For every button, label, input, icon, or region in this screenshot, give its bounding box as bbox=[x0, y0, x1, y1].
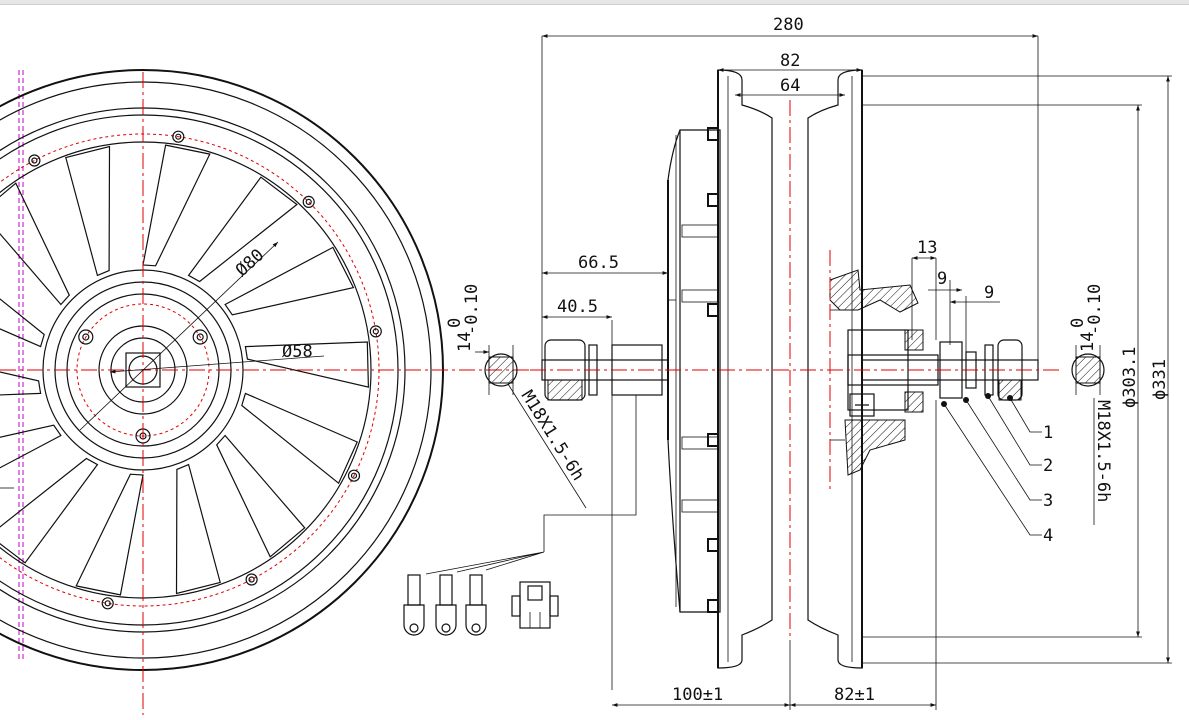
dim-40-5-label: 40.5 bbox=[557, 297, 598, 317]
callout-leader-1 bbox=[1009, 397, 1042, 433]
axle-section-hatch-right bbox=[1075, 356, 1101, 384]
spoke bbox=[75, 473, 144, 596]
axle-left-nut-hatch bbox=[547, 379, 583, 401]
flange-bolt bbox=[707, 303, 719, 317]
callout-label-3: 3 bbox=[1043, 491, 1053, 511]
plus-box bbox=[849, 393, 875, 417]
hub-bolts bbox=[78, 329, 208, 444]
spoke bbox=[187, 176, 298, 283]
thread-label-right: M18X1.5-6h bbox=[1093, 400, 1113, 502]
spoke-strip-4 bbox=[681, 499, 719, 513]
spoke bbox=[65, 145, 111, 277]
hub-cover-bottom bbox=[844, 419, 906, 476]
spoke bbox=[0, 298, 45, 348]
thread-leader-left bbox=[507, 383, 587, 509]
dim-9b-label: 9 bbox=[984, 283, 994, 303]
ring-terminal-3 bbox=[465, 574, 487, 636]
front-view: Ø80 Ø58 bbox=[0, 69, 530, 715]
callout-label-2: 2 bbox=[1043, 456, 1053, 476]
rim-bolt bbox=[245, 573, 258, 586]
thread-label-left: M18X1.5-6h bbox=[517, 387, 588, 484]
hub-bolt bbox=[78, 329, 94, 345]
dim-280-label: 280 bbox=[773, 15, 804, 35]
rim-bolt bbox=[369, 325, 382, 338]
ring-terminal-2 bbox=[435, 574, 457, 636]
housing-cover-top bbox=[667, 129, 681, 181]
spoke bbox=[0, 182, 71, 306]
spoke bbox=[0, 457, 99, 564]
plus-symbol bbox=[855, 398, 869, 412]
bearing-bottom bbox=[904, 391, 924, 413]
dim-82-label: 82 bbox=[780, 51, 800, 71]
flange-bolt bbox=[707, 538, 719, 552]
spoke bbox=[0, 424, 62, 469]
spoke bbox=[0, 371, 42, 396]
rim-bolt bbox=[28, 154, 41, 167]
dia-303-label: ϕ303.1 bbox=[1120, 347, 1140, 408]
callout-leader-3 bbox=[965, 399, 1042, 501]
dim-9a-label: 9 bbox=[937, 269, 947, 289]
spoke-strip-2 bbox=[681, 289, 719, 303]
ring-terminal-1 bbox=[403, 574, 425, 636]
dia-58-leader bbox=[109, 355, 325, 374]
motor-housing-flange bbox=[679, 129, 721, 613]
rim-left-half bbox=[717, 69, 773, 669]
callout-leader-2 bbox=[987, 395, 1042, 466]
hub-cover-top bbox=[829, 269, 919, 313]
top-border bbox=[0, 0, 1189, 5]
cable-fanout bbox=[425, 551, 545, 575]
connectors bbox=[403, 574, 559, 636]
flange-bolt bbox=[707, 127, 719, 141]
flange-bolt bbox=[707, 193, 719, 207]
flat-tol-nominal-right: 14 bbox=[1078, 332, 1098, 352]
spoke bbox=[175, 463, 221, 595]
rim-bolt bbox=[172, 130, 185, 143]
dia-80-label: Ø80 bbox=[232, 245, 268, 280]
callout-leader-4 bbox=[943, 403, 1042, 536]
spoke bbox=[241, 392, 358, 485]
rim-bolt bbox=[347, 469, 361, 482]
dim-64-label: 64 bbox=[780, 76, 800, 96]
flat-tol-nominal-left: 14 bbox=[455, 332, 475, 352]
spoke bbox=[215, 434, 306, 558]
dim-66-5-label: 66.5 bbox=[578, 253, 619, 273]
spoke bbox=[142, 144, 211, 267]
dia-331-label: ϕ331 bbox=[1150, 359, 1170, 400]
axle-section-hatch-left bbox=[488, 356, 514, 384]
callout-label-1: 1 bbox=[1043, 423, 1053, 443]
dim-82-bottom-label: 82±1 bbox=[834, 685, 875, 705]
dia-58-label: Ø58 bbox=[282, 342, 313, 362]
side-view: 280 82 64 66.5 bbox=[425, 15, 1172, 710]
spokes bbox=[0, 144, 370, 596]
rim-bolt bbox=[302, 195, 315, 208]
cable-line bbox=[543, 395, 637, 552]
spoke bbox=[224, 246, 355, 316]
flat-tol-lower-left: -0.10 bbox=[462, 284, 482, 335]
dim-100-label: 100±1 bbox=[672, 685, 723, 705]
bearing-top bbox=[904, 329, 924, 351]
flange-bolt bbox=[707, 433, 719, 447]
spoke bbox=[244, 341, 370, 388]
flat-tol-upper-right: 0 bbox=[1068, 318, 1088, 328]
rim-bolt bbox=[101, 597, 114, 610]
axle-section-right: 14 0 -0.10 M18X1.5-6h bbox=[1068, 284, 1113, 525]
hub-bolt bbox=[192, 329, 208, 345]
flat-tol-lower-right: -0.10 bbox=[1085, 284, 1105, 335]
flange-bolt bbox=[707, 599, 719, 613]
axle-section-circle-right bbox=[1071, 353, 1105, 387]
callout-label-4: 4 bbox=[1043, 526, 1053, 546]
housing-cover-bottom bbox=[667, 439, 681, 613]
rim-bolts bbox=[28, 130, 382, 610]
flat-tol-upper-left: 0 bbox=[445, 318, 465, 328]
dim-13-label: 13 bbox=[917, 238, 937, 258]
spoke-strip-1 bbox=[681, 224, 719, 238]
plug-connector bbox=[511, 581, 559, 629]
spoke-strip-3 bbox=[681, 436, 719, 450]
dia-80-leader bbox=[79, 241, 279, 431]
axle-section-circle-left bbox=[484, 353, 518, 387]
rim-right-half bbox=[807, 69, 863, 669]
